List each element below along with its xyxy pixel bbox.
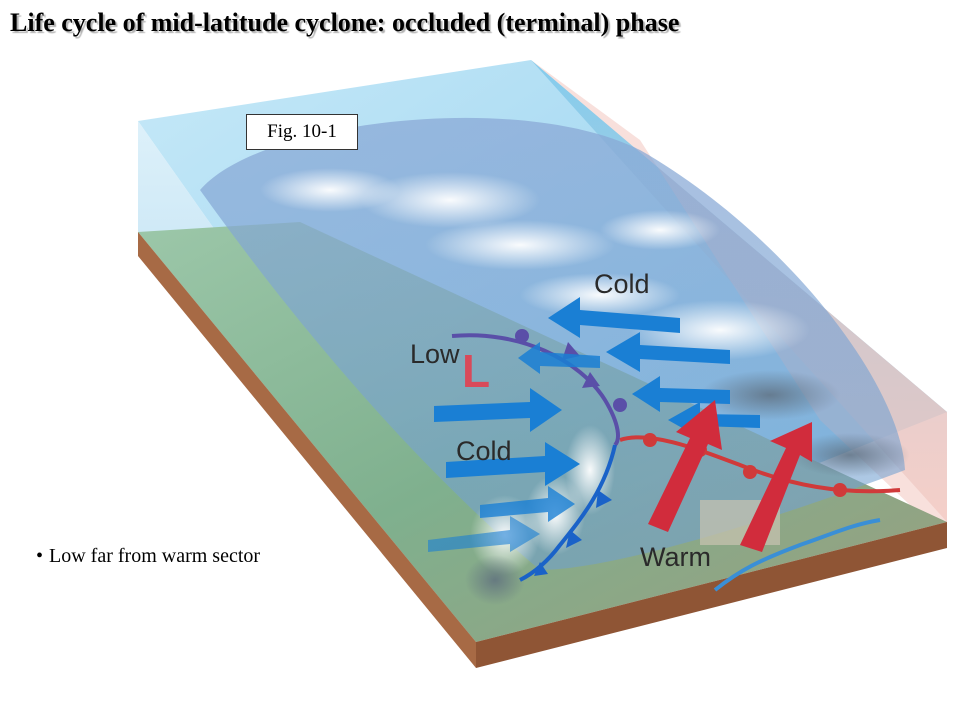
cold-front-line — [519, 444, 617, 582]
warm-front-bump — [643, 433, 657, 447]
cloud-band — [630, 300, 810, 360]
cold-front-triangle — [534, 562, 548, 576]
cloud-band — [425, 220, 615, 270]
storm-cloud — [465, 555, 525, 605]
bullet-dot-icon: • — [36, 545, 44, 567]
cold-arrow — [606, 332, 730, 372]
figure-label: Fig. 10-1 — [246, 114, 358, 150]
cold-front-triangle — [596, 490, 612, 508]
warm-front-bump — [743, 465, 757, 479]
cold-label-top: Cold — [594, 269, 650, 299]
occluded-front-bump — [515, 329, 529, 343]
cold-arrow — [446, 442, 580, 486]
low-pressure-symbol: L — [462, 345, 490, 397]
cold-arrow — [480, 486, 575, 522]
cyclone-cloud-dome — [200, 117, 905, 571]
occluded-front-triangle — [582, 372, 600, 388]
cold-arrow — [548, 297, 680, 338]
slide-title: Life cycle of mid-latitude cyclone: occl… — [10, 8, 680, 37]
warm-arrow — [648, 400, 722, 532]
cloud-band — [790, 433, 910, 477]
cold-arrow — [434, 388, 562, 432]
bullet-text: Low far from warm sector — [49, 545, 261, 567]
soil-left-face — [138, 232, 476, 668]
cold-arrow — [518, 342, 600, 374]
warm-label: Warm — [640, 542, 711, 572]
cold-label-left: Cold — [456, 436, 512, 466]
cold-front-triangle — [566, 530, 582, 548]
cloud-band — [360, 172, 540, 228]
cold-arrow — [428, 516, 540, 552]
cloud-band — [600, 210, 720, 250]
river — [713, 518, 881, 592]
soil-right-face — [476, 522, 947, 668]
occluded-front-bump — [613, 398, 627, 412]
cloud-band — [700, 370, 840, 420]
warm-arrow — [740, 422, 812, 552]
low-label: Low — [410, 339, 460, 369]
cold-arrow — [632, 376, 730, 412]
warm-front-bump — [833, 483, 847, 497]
bullet-item: •Low far from warm sector — [36, 545, 260, 568]
cloud-band — [520, 273, 680, 317]
